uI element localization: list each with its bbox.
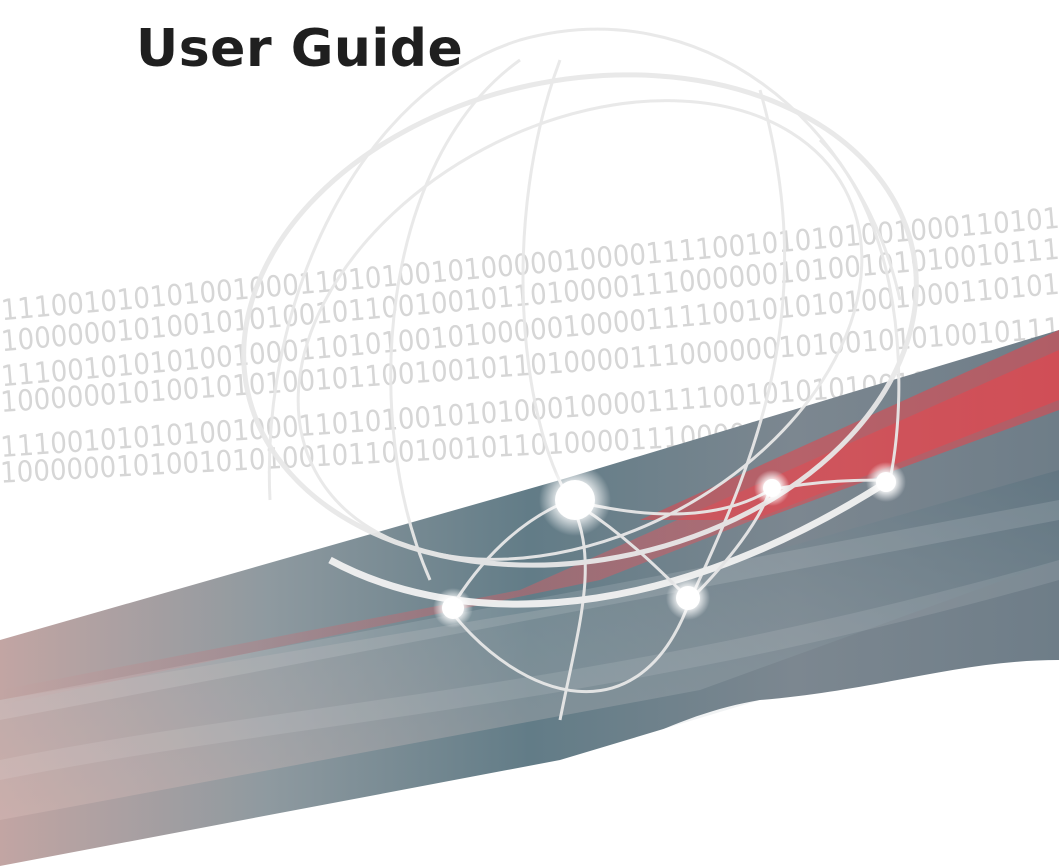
globe-graphic bbox=[241, 27, 919, 721]
white-curve bbox=[600, 660, 1059, 866]
document-title: User Guide bbox=[136, 19, 464, 79]
diagonal-band bbox=[0, 330, 1059, 866]
network-nodes bbox=[433, 462, 906, 628]
